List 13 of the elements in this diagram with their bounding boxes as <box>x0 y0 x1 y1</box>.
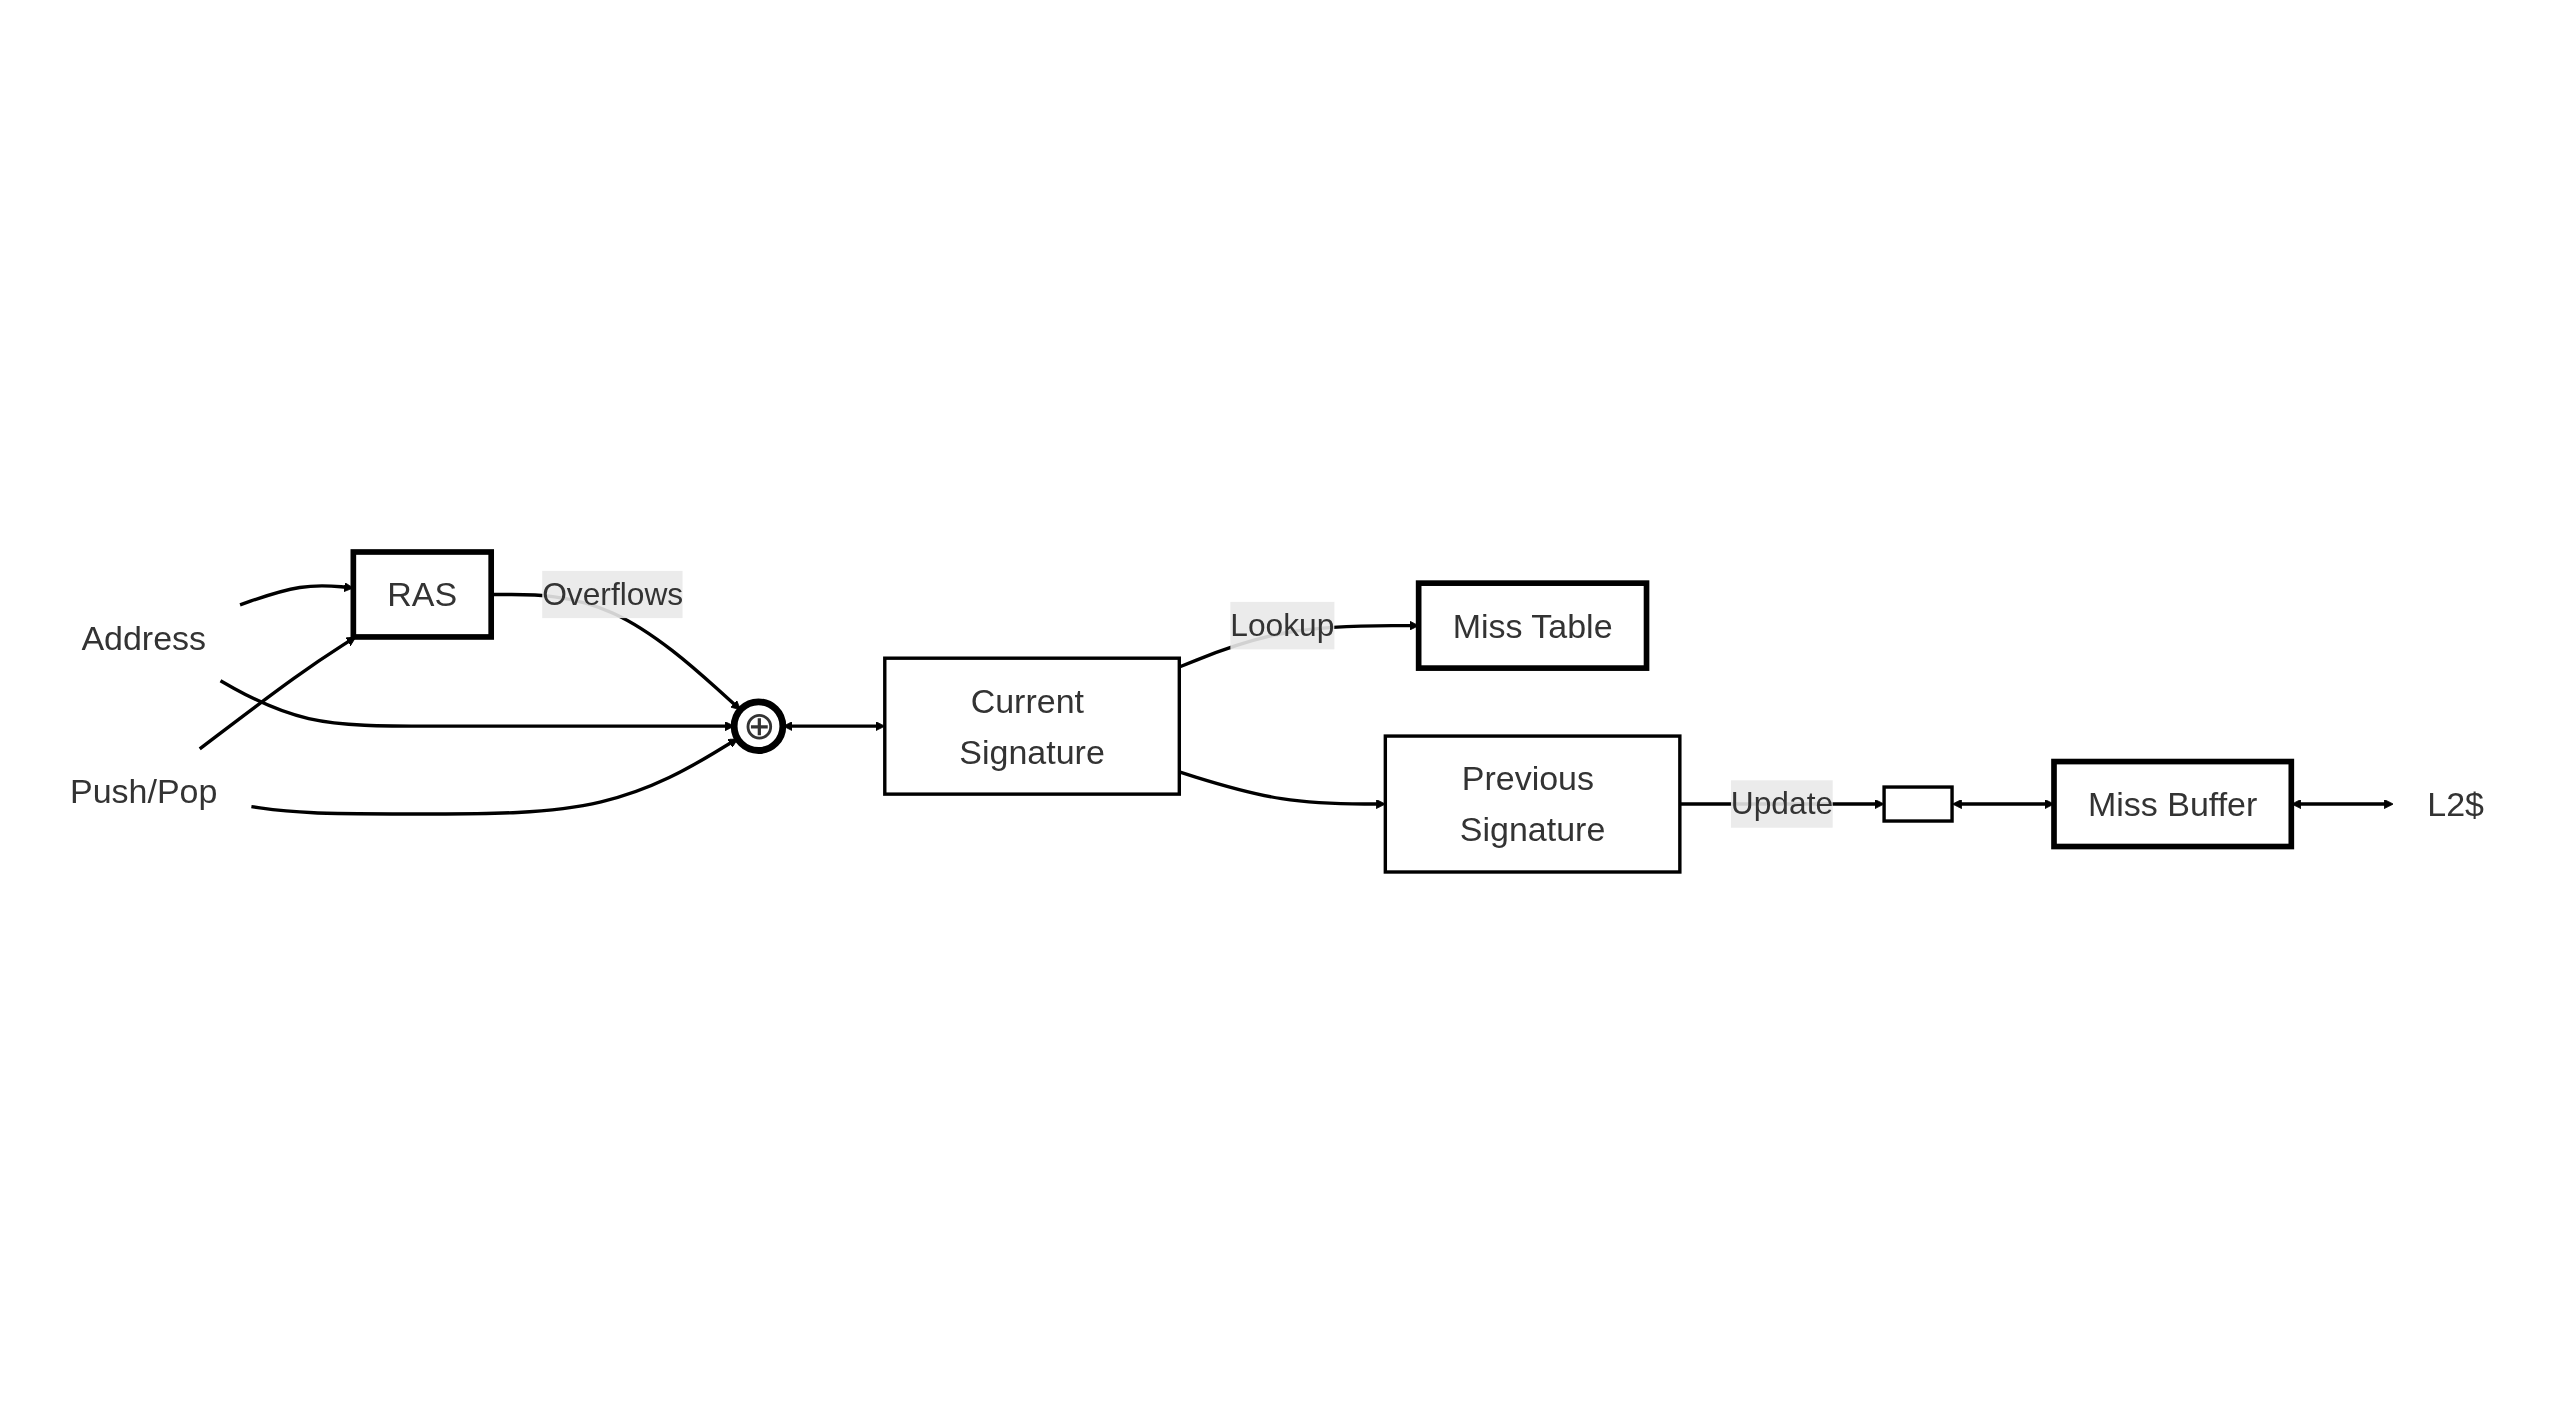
node-box: Previous Signature <box>1383 734 1682 874</box>
node-text: Address <box>81 619 207 658</box>
node-box: RAS <box>350 549 494 640</box>
edge-label: Overflows <box>542 576 684 612</box>
edge-label: Lookup <box>1230 607 1335 643</box>
node-text: Push/Pop <box>70 772 218 810</box>
node-text: L2$ <box>2427 785 2484 823</box>
node-box: Miss Table <box>1415 580 1650 671</box>
edge-label: Update <box>1730 785 1834 822</box>
node-circle: ⊕ <box>730 698 787 754</box>
node-box <box>1882 785 1954 823</box>
node-box: Current Signature <box>883 656 1181 796</box>
node-box: Miss Buffer <box>2051 758 2295 850</box>
